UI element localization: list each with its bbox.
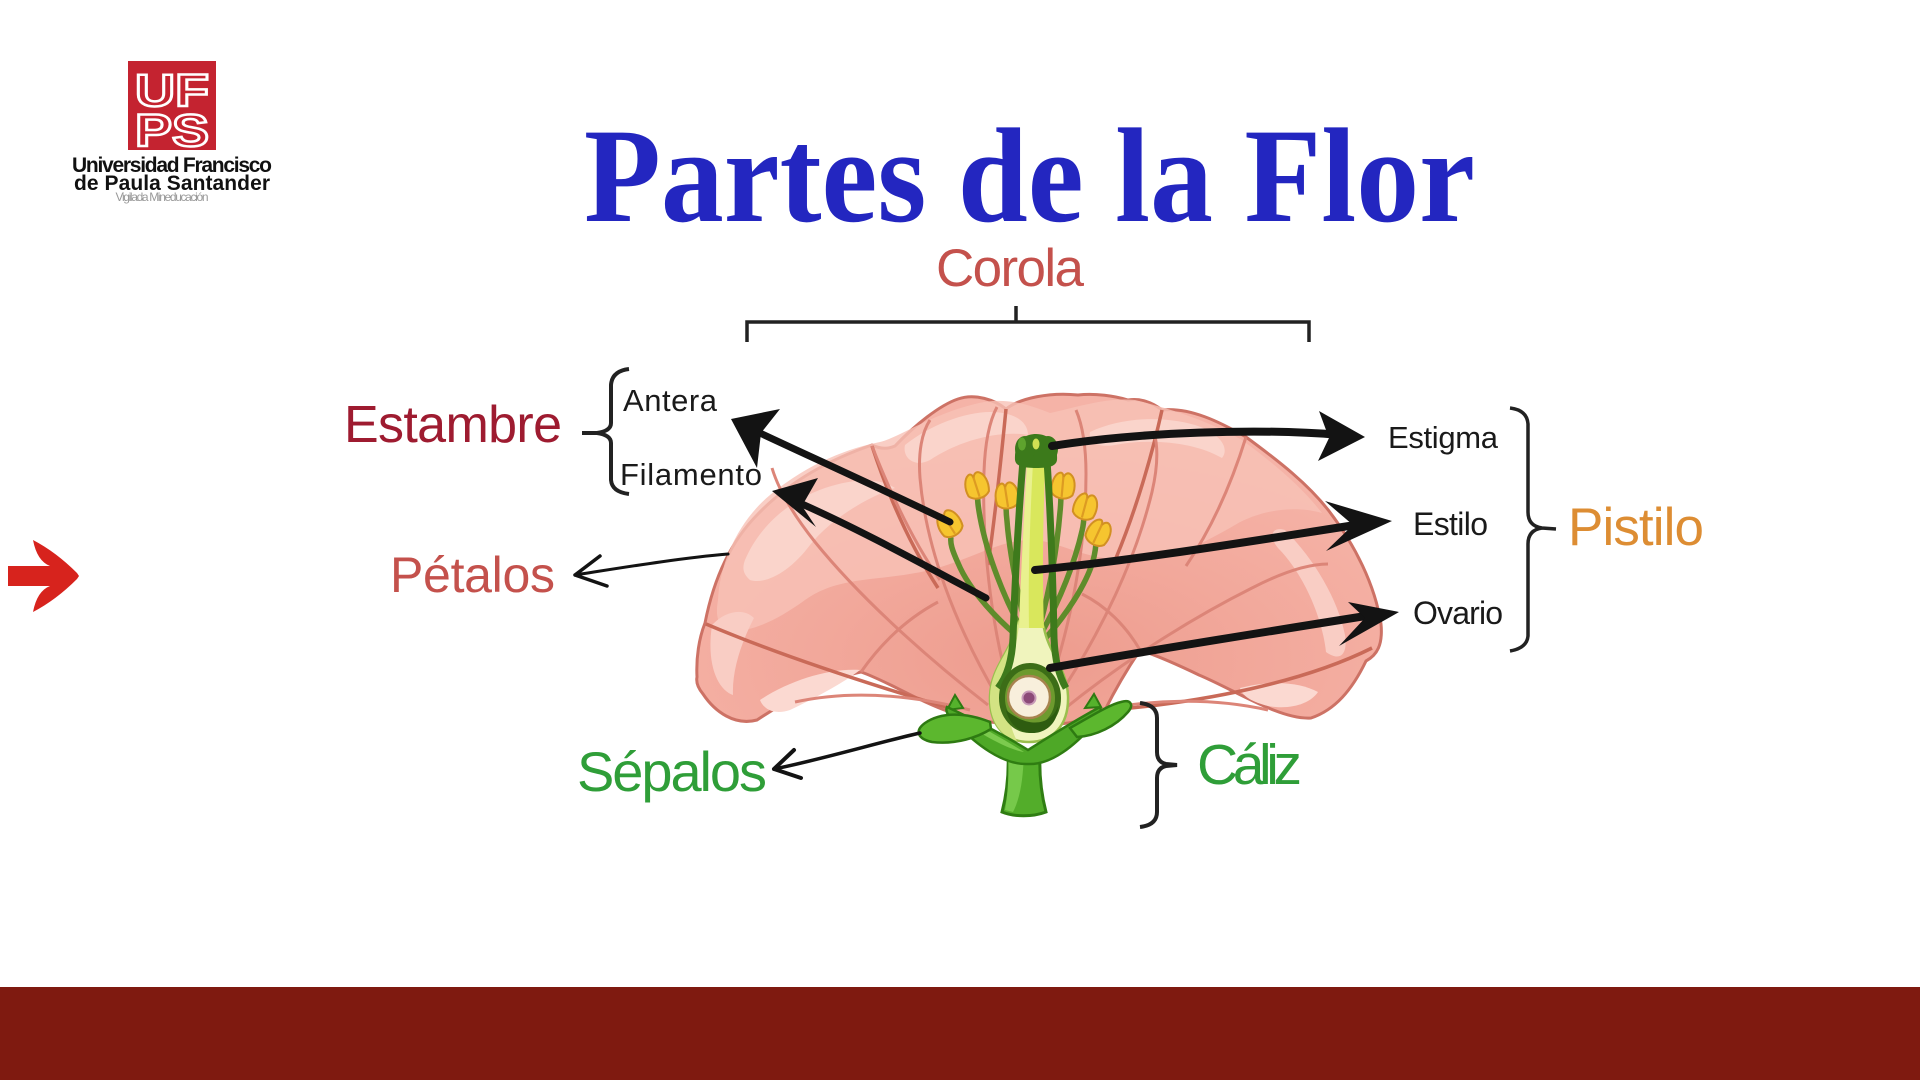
svg-text:PS: PS — [135, 105, 209, 156]
svg-text:Estigma: Estigma — [1388, 420, 1499, 455]
svg-text:Partes de la Flor: Partes de la Flor — [584, 102, 1475, 251]
svg-text:Sépalos: Sépalos — [577, 740, 767, 803]
svg-text:Pistilo: Pistilo — [1568, 498, 1704, 557]
svg-text:de Paula Santander: de Paula Santander — [74, 172, 270, 195]
svg-text:Ovario: Ovario — [1413, 595, 1503, 631]
svg-text:Estilo: Estilo — [1413, 506, 1488, 542]
svg-text:Estambre: Estambre — [344, 396, 562, 454]
svg-text:Vigilada Mineducación: Vigilada Mineducación — [116, 190, 209, 204]
svg-text:Cáliz: Cáliz — [1197, 733, 1302, 797]
svg-text:Filamento: Filamento — [620, 457, 762, 492]
svg-text:UF: UF — [135, 65, 209, 116]
svg-text:Corola: Corola — [936, 239, 1085, 298]
svg-text:Pétalos: Pétalos — [390, 547, 555, 603]
svg-text:Universidad Francisco: Universidad Francisco — [72, 154, 272, 177]
svg-text:Antera: Antera — [623, 383, 718, 418]
